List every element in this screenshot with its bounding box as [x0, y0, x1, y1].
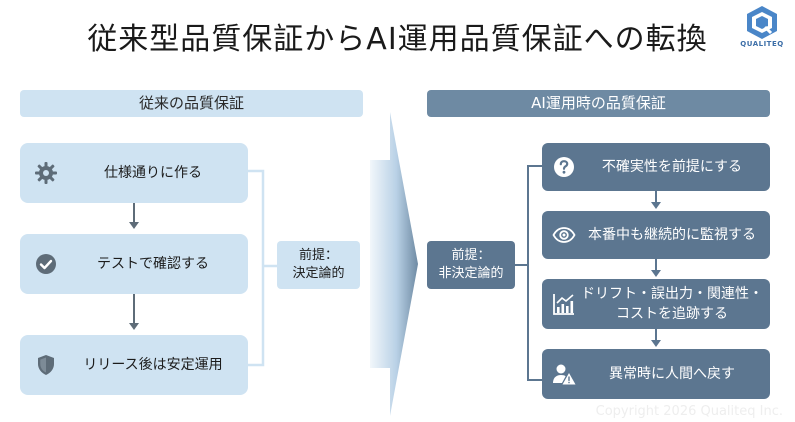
- chart-trend-icon: [553, 294, 574, 315]
- right-bracket: [515, 165, 543, 381]
- right-step-human: 異常時に人間へ戻す: [542, 349, 770, 399]
- logo-text: QUALITEQ: [740, 40, 784, 48]
- premise-label: 前提：: [451, 248, 491, 263]
- premise-value: 決定論的: [292, 266, 345, 281]
- arrow-down-icon: [651, 202, 661, 209]
- arrow-down-icon: [651, 270, 661, 277]
- shield-icon: [38, 355, 54, 375]
- left-premise-box: 前提： 決定論的: [277, 241, 360, 289]
- arrow-down-icon: [129, 222, 139, 229]
- right-step-track: ドリフト・誤出力・関連性・ コストを追跡する: [542, 279, 770, 329]
- arrow-down-icon: [651, 340, 661, 347]
- premise-label: 前提：: [298, 248, 338, 263]
- right-step-monitor: 本番中も継続的に監視する: [542, 211, 770, 259]
- qualiteq-logo-icon: [747, 6, 777, 39]
- connector-line: [133, 203, 135, 223]
- copyright-text: Copyright 2026 Qualiteq Inc.: [595, 404, 783, 419]
- question-icon: [554, 157, 574, 177]
- left-step-release: リリース後は安定運用: [20, 335, 248, 395]
- left-column-header: 従来の品質保証: [20, 90, 363, 117]
- right-step-label-line1: ドリフト・誤出力・関連性・: [581, 286, 763, 302]
- page-title: 従来型品質保証からAI運用品質保証への転換: [87, 22, 708, 57]
- left-bracket: [248, 169, 277, 367]
- connector-line: [655, 191, 657, 203]
- left-step-test: テストで確認する: [20, 234, 248, 294]
- premise-value: 非決定論的: [438, 266, 504, 281]
- right-step-label: 不確実性を前提にする: [601, 159, 743, 175]
- gear-icon: [35, 162, 57, 184]
- left-step-label: テストで確認する: [97, 256, 209, 272]
- connector-line: [655, 259, 657, 271]
- right-step-label-line2: コストを追跡する: [616, 306, 728, 322]
- right-premise-box: 前提： 非決定論的: [427, 241, 515, 289]
- person-alert-icon: [553, 364, 576, 385]
- right-step-label: 本番中も継続的に監視する: [588, 227, 756, 243]
- left-step-label: リリース後は安定運用: [83, 357, 223, 373]
- right-step-label: 異常時に人間へ戻す: [609, 366, 735, 382]
- left-step-spec: 仕様通りに作る: [20, 143, 248, 203]
- right-column-header: AI運用時の品質保証: [427, 90, 770, 117]
- arrow-down-icon: [129, 323, 139, 330]
- right-step-uncertainty: 不確実性を前提にする: [542, 143, 770, 191]
- connector-line: [133, 294, 135, 324]
- transition-arrow-icon: [370, 112, 418, 416]
- check-circle-icon: [36, 254, 56, 274]
- left-step-label: 仕様通りに作る: [104, 165, 202, 181]
- connector-line: [655, 329, 657, 341]
- eye-monitor-icon: [552, 227, 576, 243]
